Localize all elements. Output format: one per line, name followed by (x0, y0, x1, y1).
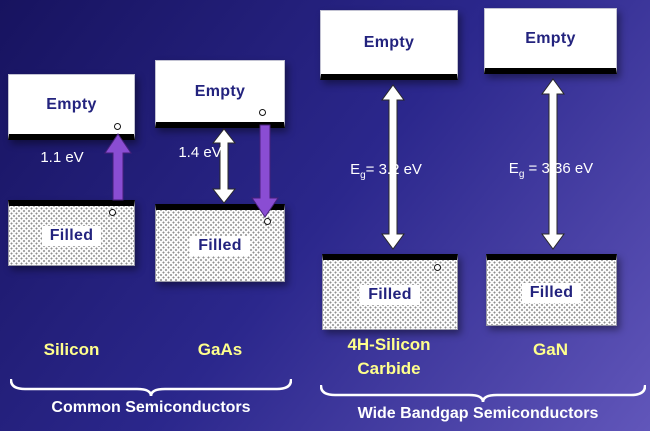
sic-filled-label: Filled (360, 284, 420, 305)
silicon-gap-value: 1.1 eV (40, 149, 84, 166)
gaas-gap-double-arrow-icon (212, 128, 236, 204)
gan-empty-band: Empty (484, 8, 617, 74)
silicon-filled-band: Filled (8, 200, 135, 266)
silicon-filled-label: Filled (41, 225, 102, 246)
sic-gap-value: = 3.2 eV (365, 161, 422, 178)
silicon-name: Silicon (4, 338, 139, 362)
wide-bandgap-semiconductors-label: Wide Bandgap Semiconductors (357, 405, 599, 422)
gaas-empty-label: Empty (194, 82, 246, 100)
gan-name-line1: GaN (533, 340, 568, 359)
gaas-gap-label: 1.4 eV (160, 144, 240, 161)
gaas-name: GaAs (155, 338, 285, 362)
gaas-empty-band: Empty (155, 60, 285, 128)
gan-gap-value: = 3.36 eV (524, 160, 594, 177)
gaas-empty-electron-icon (259, 109, 266, 116)
gaas-filled-label: Filled (190, 235, 250, 256)
sic-gap-symbol: E (350, 161, 361, 178)
silicon-up-arrow-icon (104, 133, 132, 201)
gan-filled-band: Filled (486, 254, 617, 326)
gaas-gap-value: 1.4 eV (178, 144, 222, 161)
gan-filled-label: Filled (521, 282, 582, 303)
silicon-empty-band: Empty (8, 74, 135, 140)
silicon-name-line1: Silicon (43, 340, 100, 359)
gaas-name-line1: GaAs (197, 340, 243, 359)
sic-name: 4H-Silicon Carbide (306, 333, 472, 381)
gan-gap-label: Eg = 3.36 eV (488, 160, 614, 180)
common-group-brace-icon (10, 379, 292, 397)
sic-gap-label: Eg= 3.2 eV (330, 161, 442, 181)
sic-filled-electron-icon (434, 264, 441, 271)
sic-empty-band: Empty (320, 10, 458, 80)
gan-gap-symbol: E (508, 160, 519, 177)
silicon-empty-label: Empty (46, 95, 97, 113)
sic-empty-label: Empty (363, 33, 415, 51)
silicon-empty-electron-icon (114, 123, 121, 130)
sic-name-line1: 4H-Silicon (347, 335, 431, 354)
sic-gap-double-arrow-icon (381, 84, 405, 250)
wide-bandgap-group-brace-icon (320, 385, 646, 403)
gan-gap-double-arrow-icon (541, 78, 565, 250)
sic-filled-band: Filled (322, 254, 458, 330)
gan-gap-subscript: g (518, 169, 525, 180)
sic-gap-subscript: g (360, 170, 366, 181)
gaas-filled-band: Filled (155, 204, 285, 282)
gan-empty-label: Empty (525, 29, 576, 47)
gaas-down-arrow-icon (251, 124, 279, 218)
silicon-filled-electron-icon (109, 209, 116, 216)
silicon-gap-label: 1.1 eV (22, 149, 102, 166)
common-semiconductors-label: Common Semiconductors (51, 399, 251, 416)
gan-name: GaN (484, 338, 617, 362)
sic-name-line2: Carbide (357, 359, 421, 378)
gaas-filled-electron-icon (264, 218, 271, 225)
